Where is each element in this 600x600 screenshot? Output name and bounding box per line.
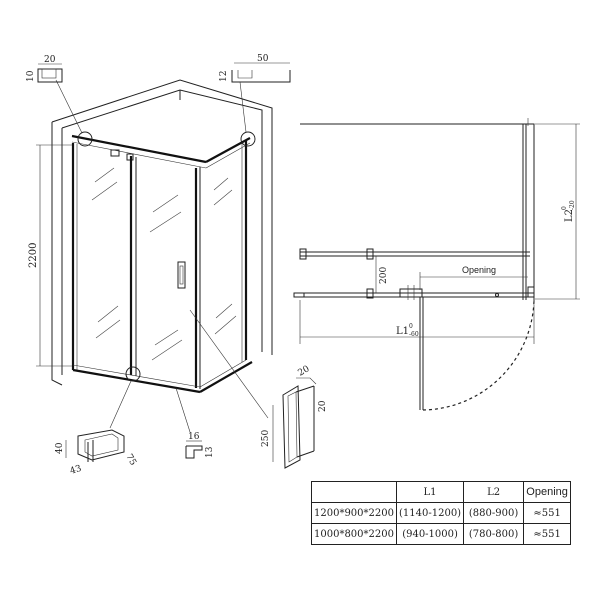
- spec-table: L1 L2 Opening 1200*900*2200 (1140-1200) …: [311, 481, 572, 545]
- bottom-seal-height-label: 13: [205, 446, 215, 458]
- handle-width-label: 20: [297, 364, 312, 379]
- handle-length-label: 250: [261, 430, 271, 447]
- table-header-cell: Opening: [523, 481, 572, 503]
- detail-circle-hinge: [125, 366, 141, 382]
- table-cell: 1000*800*2200: [311, 523, 397, 545]
- plan-l1-tol-lower: -60: [409, 331, 419, 338]
- top-right-profile-detail: 50 12: [219, 54, 291, 83]
- hinge-width-label: 43: [69, 464, 83, 477]
- hinge-depth-label: 75: [123, 453, 138, 468]
- table-cell: (940-1000): [395, 523, 465, 545]
- table-row: 1000*800*2200 (940-1000) (780-800) ≈551: [311, 523, 572, 545]
- hinge-detail: 40 43 75: [55, 429, 138, 477]
- door-swing-arc: [422, 299, 535, 411]
- bottom-seal-width-label: 16: [188, 432, 200, 442]
- plan-hinge-block: [399, 288, 423, 298]
- height-dimension: 2200: [28, 144, 72, 367]
- top-rail: [71, 134, 251, 169]
- profile-top-right-height: 12: [219, 71, 229, 82]
- profile-top-left-width: 20: [44, 55, 56, 65]
- table-header-cell: L1: [395, 481, 465, 503]
- table-cell: (880-900): [463, 502, 525, 524]
- table-cell: (780-800): [463, 523, 525, 545]
- table-cell: (1140-1200): [395, 502, 465, 524]
- bottom-seal-detail: 16 13: [185, 432, 215, 459]
- wall-corner: [51, 79, 273, 386]
- hinge-height-label: 40: [55, 442, 65, 454]
- front-panels: [71, 143, 201, 394]
- profile-top-right-width: 50: [257, 54, 269, 64]
- plan-view: 200 Opening L2 0 -20 L1 0 -60: [293, 118, 580, 411]
- plan-l2-tol-lower: -20: [569, 200, 576, 210]
- table-header-cell: [311, 481, 397, 503]
- profile-top-left-height: 10: [26, 70, 36, 82]
- plan-offset-label: 200: [379, 267, 389, 284]
- height-label: 2200: [28, 243, 39, 268]
- plan-l1-label: L1: [396, 326, 409, 337]
- handle-detail: 20 20 250: [261, 364, 328, 469]
- plan-opening-label: Opening: [462, 265, 496, 275]
- detail-circle-top-left: [77, 131, 93, 147]
- table-row: 1200*900*2200 (1140-1200) (880-900) ≈551: [311, 502, 572, 524]
- table-cell: ≈551: [523, 523, 572, 545]
- table-cell: ≈551: [523, 502, 572, 524]
- side-panel: [199, 140, 253, 393]
- plan-l2-tol-upper: 0: [561, 206, 568, 210]
- table-header-row: L1 L2 Opening: [311, 481, 572, 503]
- table-cell: 1200*900*2200: [311, 502, 397, 524]
- plan-l1-tol-upper: 0: [409, 323, 413, 330]
- plan-l2-label: L2: [564, 209, 575, 222]
- handle-thickness-label: 20: [318, 400, 328, 412]
- detail-circle-top-right: [240, 131, 256, 147]
- table-header-cell: L2: [463, 481, 525, 503]
- door-handle: [177, 261, 186, 289]
- perspective-view: 2200: [28, 79, 273, 433]
- top-left-profile-detail: 20 10: [26, 55, 63, 83]
